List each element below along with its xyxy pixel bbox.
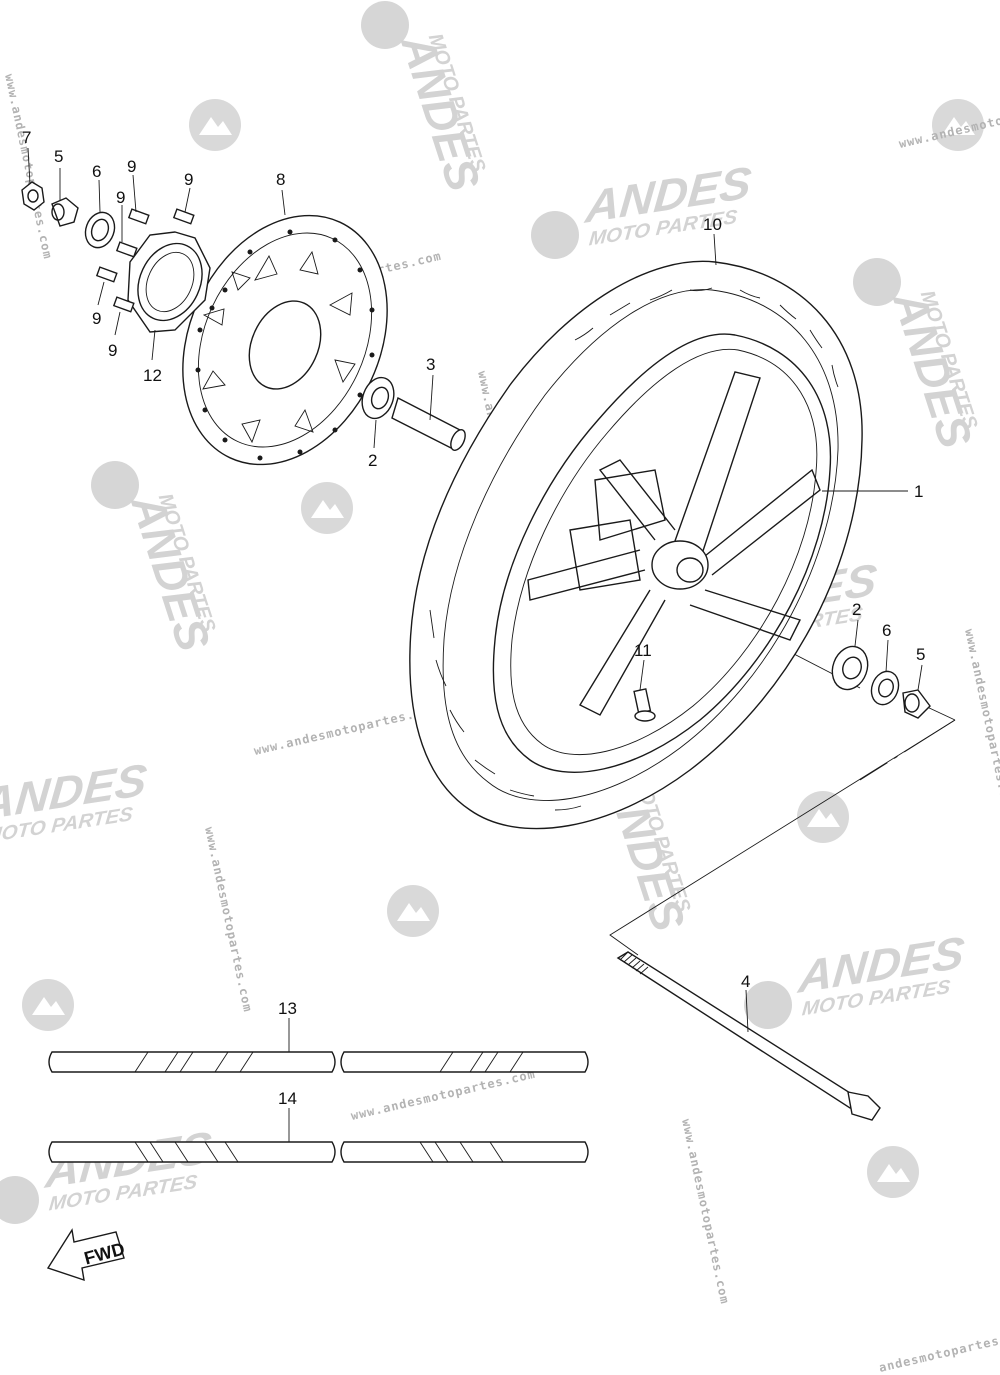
watermark-url: www.andesmotopartes.com bbox=[2, 73, 55, 261]
callout-2: 2 bbox=[368, 451, 377, 470]
watermark-brand-vertical: ANDES MOTO PARTES bbox=[91, 461, 220, 657]
bearing-2-right bbox=[831, 645, 869, 691]
watermark-brand-vertical: ANDES MOTO PARTES bbox=[853, 258, 982, 454]
bolts-9 bbox=[95, 208, 195, 313]
callout-9: 9 bbox=[127, 157, 136, 176]
watermark-mountain-logo bbox=[22, 979, 74, 1031]
part-14-strip bbox=[48, 1141, 589, 1163]
callout-10: 10 bbox=[703, 215, 722, 234]
collar-5-right bbox=[902, 689, 931, 719]
fwd-arrow-icon: FWD bbox=[46, 1228, 127, 1282]
watermark-url: www.andesmotopartes.com bbox=[962, 628, 1000, 816]
callouts: 7 5 6 9 9 9 9 9 12 8 3 2 10 1 2 6 5 11 4… bbox=[22, 128, 925, 1108]
callout-9: 9 bbox=[92, 309, 101, 328]
brake-disc bbox=[182, 214, 388, 466]
callout-9: 9 bbox=[108, 341, 117, 360]
callout-14: 14 bbox=[278, 1089, 297, 1108]
watermark-brand-vertical: ANDES MOTO PARTES bbox=[361, 1, 490, 197]
callout-4: 4 bbox=[741, 972, 750, 991]
watermark-url: www.andesmotopartes.com bbox=[350, 1067, 537, 1123]
wheel-assembly bbox=[409, 260, 863, 830]
watermark-mountain-logo bbox=[797, 791, 849, 843]
callout-13: 13 bbox=[278, 999, 297, 1018]
watermark-url: www.andesmotopartes.com bbox=[202, 826, 255, 1014]
callout-5: 5 bbox=[54, 147, 63, 166]
callout-6: 6 bbox=[92, 162, 101, 181]
watermark-url: www.andesmotopartes.com bbox=[253, 702, 440, 758]
seal-6-right bbox=[870, 670, 900, 706]
collar-5-upper bbox=[51, 197, 79, 227]
leader-lines bbox=[27, 147, 923, 1142]
watermark-url: www.andesmotopartes.com bbox=[679, 1118, 732, 1306]
watermark-url: andesmotopartes bbox=[878, 1334, 1000, 1375]
seal-6-upper bbox=[84, 211, 116, 249]
bearing-2-left bbox=[361, 376, 395, 420]
callout-12: 12 bbox=[143, 366, 162, 385]
callout-6: 6 bbox=[882, 621, 891, 640]
callout-11: 11 bbox=[634, 641, 652, 660]
rim bbox=[492, 333, 832, 773]
tire bbox=[409, 260, 863, 830]
callout-1: 1 bbox=[914, 482, 923, 501]
air-valve bbox=[633, 688, 656, 722]
watermark-brand: ANDES MOTO PARTES bbox=[0, 754, 149, 848]
callout-9: 9 bbox=[184, 170, 193, 189]
part-13-strip bbox=[48, 1051, 589, 1073]
watermark-mountain-logo bbox=[189, 99, 241, 151]
watermark-brand: ANDES MOTO PARTES bbox=[744, 927, 966, 1029]
watermark-mountain-logo bbox=[387, 885, 439, 937]
watermark-mountain-logo bbox=[867, 1146, 919, 1198]
sensor-ring bbox=[127, 231, 211, 333]
callout-8: 8 bbox=[276, 170, 285, 189]
callout-2: 2 bbox=[852, 600, 861, 619]
watermark-brand: ANDES MOTO PARTES bbox=[0, 1122, 213, 1224]
watermark-mountain-logo bbox=[301, 482, 353, 534]
callout-5: 5 bbox=[916, 645, 925, 664]
axle-4 bbox=[616, 951, 881, 1121]
wheel-spokes bbox=[527, 371, 821, 716]
callout-9: 9 bbox=[116, 188, 125, 207]
spacer-3 bbox=[391, 396, 466, 452]
watermark-brand: ANDES MOTO PARTES bbox=[531, 157, 753, 259]
callout-3: 3 bbox=[426, 355, 435, 374]
watermark-mountain-logo bbox=[932, 99, 984, 151]
callout-7: 7 bbox=[22, 128, 31, 147]
nut-7 bbox=[21, 181, 45, 211]
